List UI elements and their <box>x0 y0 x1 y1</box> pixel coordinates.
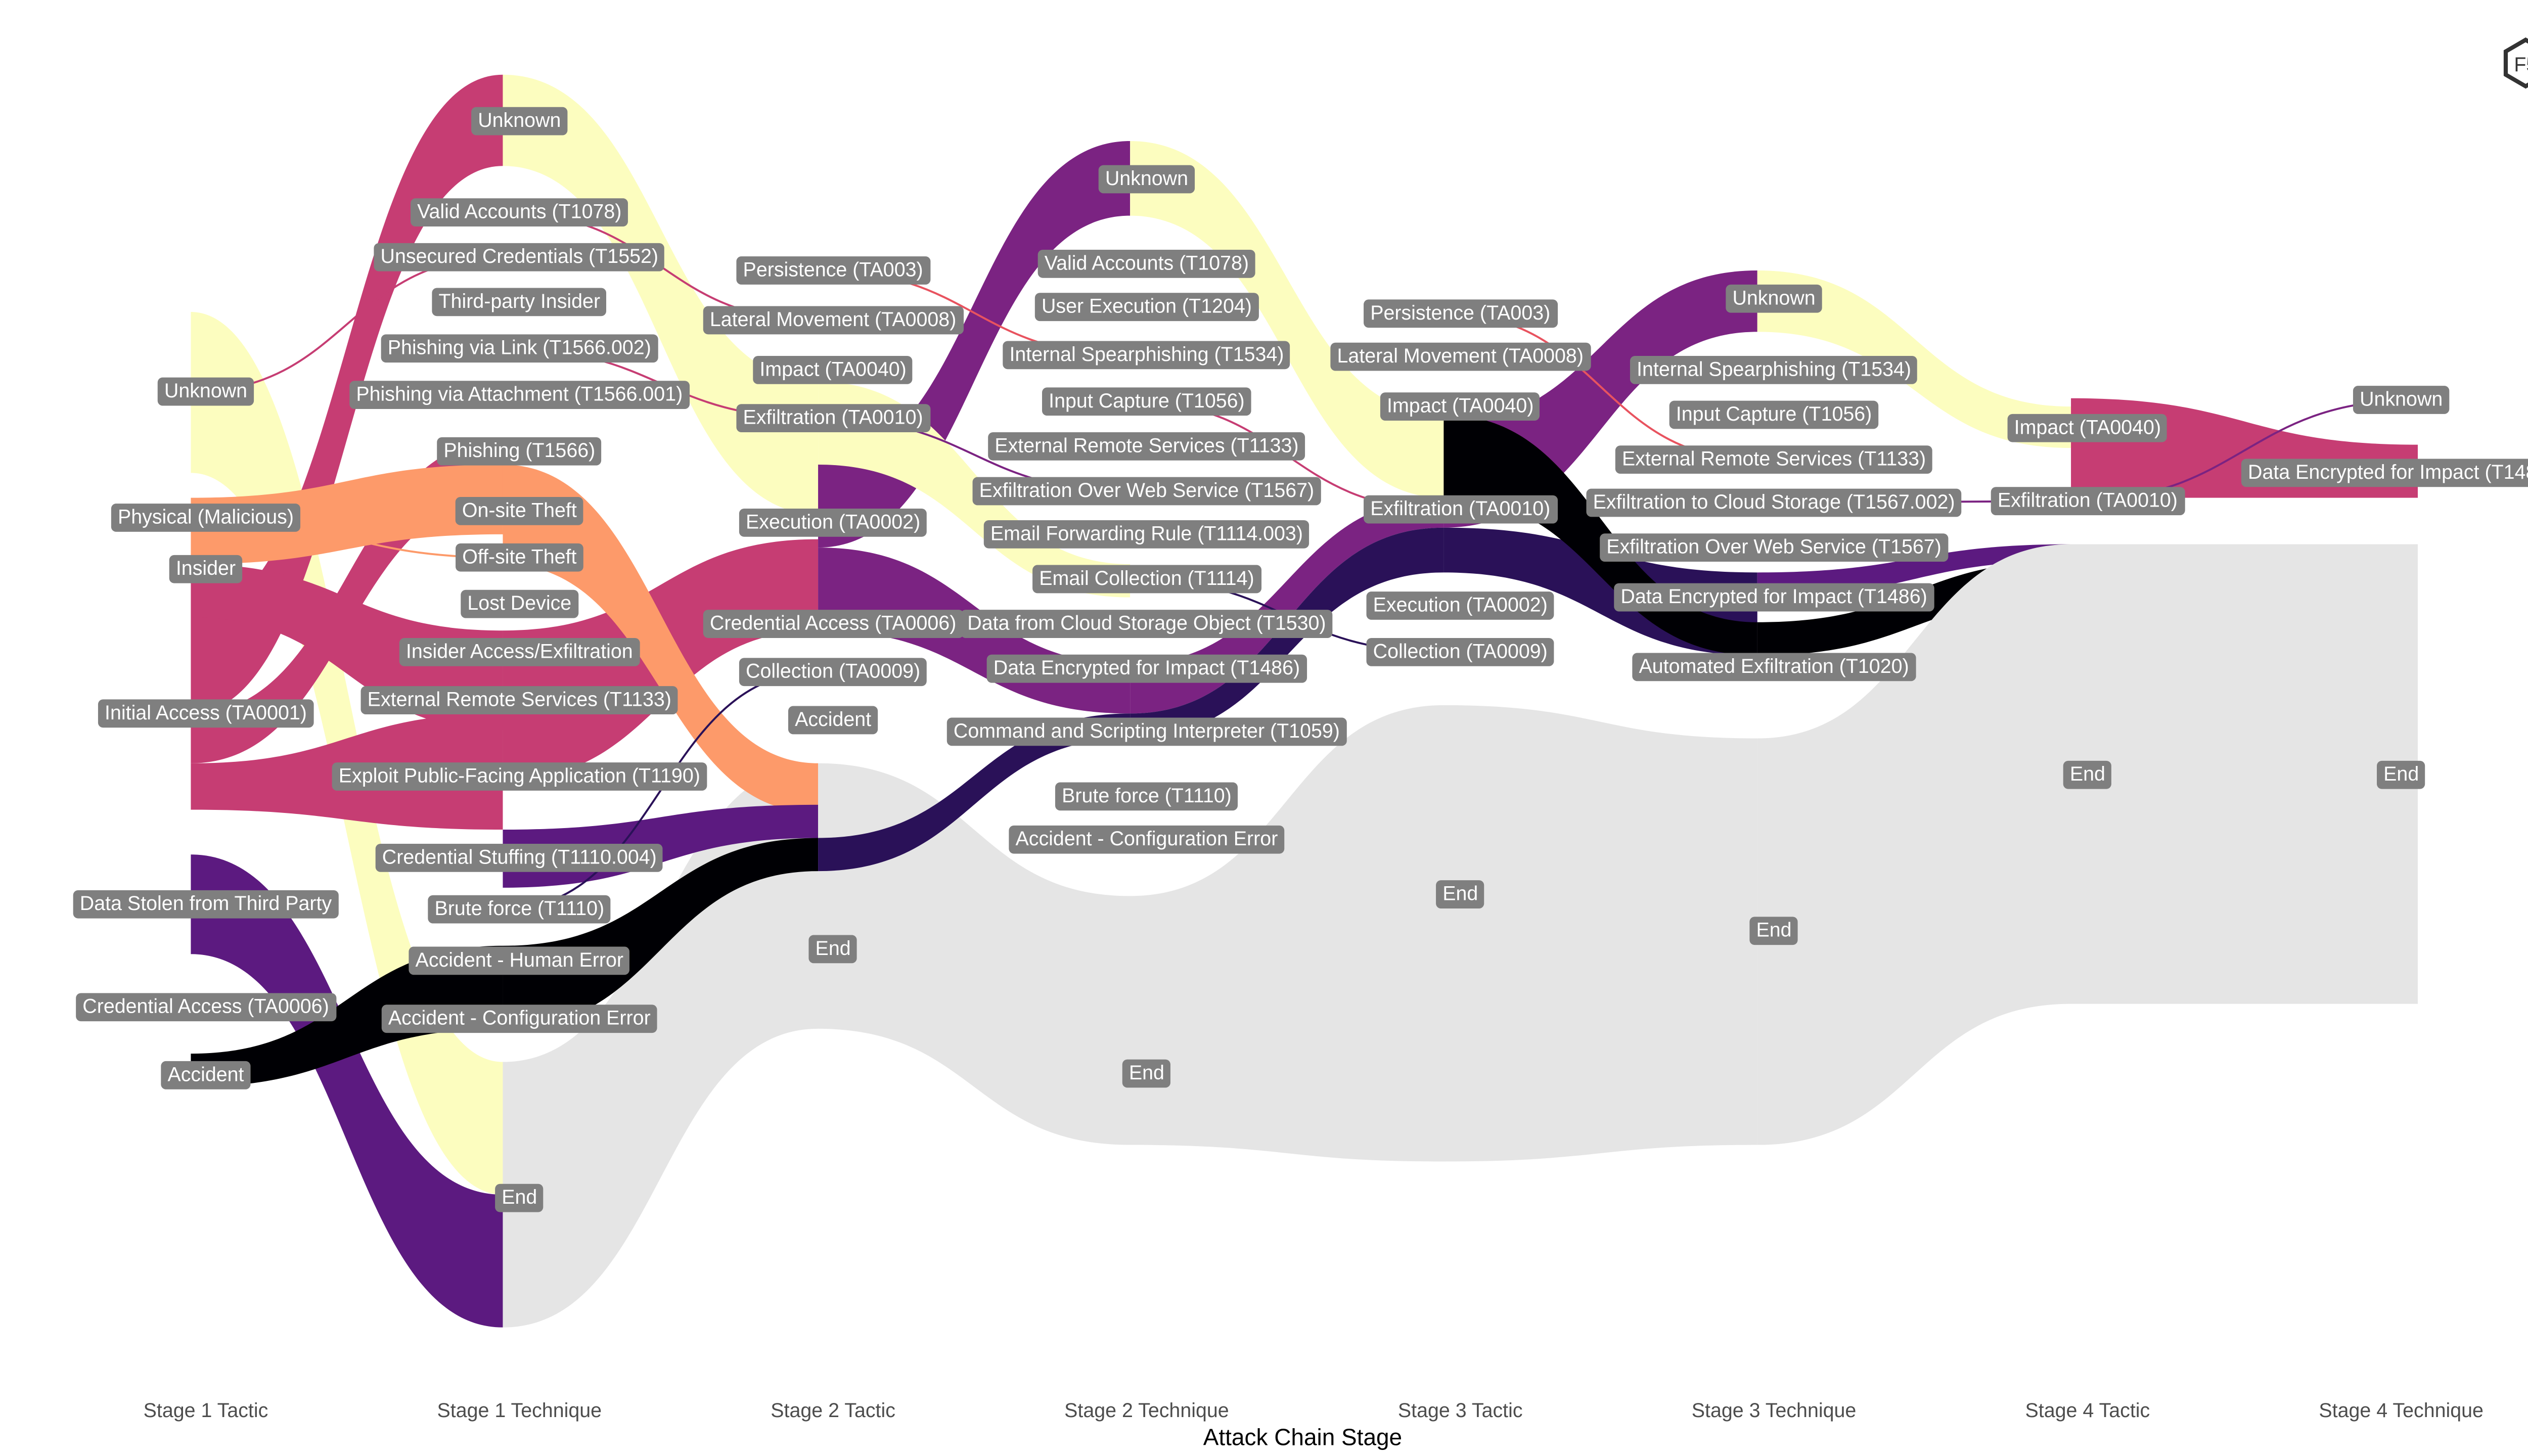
node-label-stage-5: Persistence (TA003) <box>1364 299 1557 328</box>
flow-ribbon-stage-1-technique-9 <box>503 763 819 1328</box>
node-label-stage-6: Automated Exfiltration (T1020) <box>1632 653 1916 681</box>
node-label-stage-2: Phishing via Link (T1566.002) <box>381 334 658 363</box>
node-label-stage-3: Exfiltration (TA0010) <box>736 404 930 432</box>
node-label-stage-6: Unknown <box>1726 284 1822 313</box>
node-label-stage-1: Credential Access (TA0006) <box>76 993 336 1022</box>
x-tick-label: Stage 1 Tactic <box>143 1398 268 1422</box>
node-label-stage-2: External Remote Services (T1133) <box>360 686 679 714</box>
node-label-stage-3: Collection (TA0009) <box>739 658 927 687</box>
x-tick-label: Stage 1 Technique <box>437 1398 602 1422</box>
x-tick-label: Stage 4 Technique <box>2319 1398 2484 1422</box>
node-label-stage-8: Unknown <box>2353 386 2450 414</box>
node-label-stage-2: Valid Accounts (T1078) <box>411 198 628 227</box>
node-label-stage-6: External Remote Services (T1133) <box>1615 445 1933 474</box>
node-label-stage-4: User Execution (T1204) <box>1034 293 1259 322</box>
node-label-stage-6: Exfiltration to Cloud Storage (T1567.002… <box>1586 488 1962 517</box>
node-label-stage-6: Internal Spearphishing (T1534) <box>1630 356 1918 384</box>
flow-ribbon-stage-3-technique-30 <box>1757 544 2071 1145</box>
node-label-stage-4: Internal Spearphishing (T1534) <box>1003 341 1291 370</box>
node-label-stage-5: Execution (TA0002) <box>1366 592 1554 620</box>
flow-ribbon-stage-1-tactic-6 <box>191 854 503 1328</box>
flow-ribbon-stage-2-technique-22 <box>1130 705 1444 1162</box>
node-label-stage-4: Brute force (T1110) <box>1055 782 1238 811</box>
x-tick-label: Stage 4 Tactic <box>2025 1398 2150 1422</box>
node-label-stage-2: Unknown <box>471 107 568 135</box>
node-label-stage-7: Impact (TA0040) <box>2007 414 2168 442</box>
node-label-stage-4: Email Forwarding Rule (T1114.003) <box>983 520 1310 549</box>
node-label-stage-3: Execution (TA0002) <box>739 508 927 537</box>
flow-ribbon-stage-2-tactic-16 <box>818 763 1131 1145</box>
node-label-stage-2: Accident - Configuration Error <box>381 1005 657 1033</box>
node-label-stage-4: Accident - Configuration Error <box>1009 825 1285 854</box>
node-label-stage-5: Lateral Movement (TA0008) <box>1330 342 1591 371</box>
node-label-stage-3: Accident <box>788 706 878 735</box>
node-label-stage-2: Credential Stuffing (T1110.004) <box>375 843 663 872</box>
flow-ribbon-stage-4-tactic-32 <box>2071 544 2418 1004</box>
f5-labs-logo: F5 LABS <box>2503 37 2528 89</box>
node-label-stage-5: Exfiltration (TA0010) <box>1364 495 1557 524</box>
node-label-stage-5: End <box>1436 880 1485 908</box>
node-label-stage-7: End <box>2063 760 2112 789</box>
node-label-stage-4: Unknown <box>1098 165 1195 194</box>
node-label-stage-2: Phishing (T1566) <box>437 437 602 466</box>
svg-text:F5: F5 <box>2514 54 2528 76</box>
node-label-stage-1: Unknown <box>157 377 254 406</box>
flow-ribbon-stage-1-tactic-1 <box>191 74 503 714</box>
x-axis-title: Attack Chain Stage <box>1203 1424 1403 1450</box>
node-label-stage-8: End <box>2377 760 2426 789</box>
node-label-stage-1: Data Stolen from Third Party <box>73 890 339 919</box>
flow-ribbon-stage-1-technique-13 <box>503 838 819 1029</box>
x-tick-label: Stage 2 Technique <box>1064 1398 1229 1422</box>
node-label-stage-5: Collection (TA0009) <box>1366 638 1554 666</box>
node-label-stage-6: Input Capture (T1056) <box>1669 400 1879 429</box>
flow-ribbon-stage-2-technique-19 <box>1130 141 1444 498</box>
node-label-stage-4: Valid Accounts (T1078) <box>1037 249 1256 278</box>
node-label-stage-2: End <box>495 1184 544 1212</box>
flow-ribbon-stage-1-tactic-4 <box>191 464 503 564</box>
node-label-stage-4: Email Collection (T1114) <box>1032 565 1261 594</box>
node-label-stage-3: Persistence (TA003) <box>736 256 930 285</box>
flow-ribbon-stage-2-tactic-17 <box>818 713 1131 872</box>
node-label-stage-2: Unsecured Credentials (T1552) <box>374 243 665 271</box>
node-label-stage-4: Data Encrypted for Impact (T1486) <box>986 654 1307 683</box>
node-label-stage-3: Impact (TA0040) <box>753 356 913 384</box>
node-label-stage-1: Physical (Malicious) <box>111 504 301 532</box>
node-label-stage-1: Initial Access (TA0001) <box>98 699 314 728</box>
x-tick-label: Stage 2 Tactic <box>771 1398 895 1422</box>
node-label-stage-4: Exfiltration Over Web Service (T1567) <box>972 477 1321 506</box>
node-label-stage-3: End <box>808 935 857 964</box>
node-label-stage-1: Accident <box>161 1061 251 1089</box>
node-label-stage-4: Data from Cloud Storage Object (T1530) <box>961 610 1333 638</box>
node-label-stage-2: Third-party Insider <box>432 288 607 316</box>
node-label-stage-4: External Remote Services (T1133) <box>988 432 1305 461</box>
node-label-stage-2: Accident - Human Error <box>409 946 630 975</box>
node-label-stage-8: Data Encrypted for Impact (T1486) <box>2241 459 2528 487</box>
node-label-stage-4: Input Capture (T1056) <box>1042 387 1251 416</box>
flow-ribbon-stage-3-tactic-25 <box>1443 705 1757 1162</box>
node-label-stage-6: Data Encrypted for Impact (T1486) <box>1614 583 1934 612</box>
node-label-stage-4: End <box>1122 1059 1171 1088</box>
node-label-stage-2: On-site Theft <box>455 496 583 525</box>
node-label-stage-7: Exfiltration (TA0010) <box>1991 487 2185 516</box>
node-label-stage-2: Exploit Public-Facing Application (T1190… <box>332 762 707 791</box>
node-label-stage-2: Phishing via Attachment (T1566.001) <box>349 381 690 410</box>
flow-ribbon-stage-1-tactic-7 <box>191 945 503 1087</box>
node-label-stage-2: Off-site Theft <box>456 543 583 572</box>
node-label-stage-1: Insider <box>169 555 243 583</box>
node-label-stage-2: Lost Device <box>461 589 578 618</box>
x-tick-label: Stage 3 Tactic <box>1397 1398 1523 1422</box>
node-label-stage-2: Brute force (T1110) <box>428 895 611 924</box>
node-label-stage-4: Command and Scripting Interpreter (T1059… <box>946 717 1347 746</box>
node-label-stage-6: Exfiltration Over Web Service (T1567) <box>1600 533 1948 562</box>
node-label-stage-6: End <box>1749 917 1798 945</box>
node-label-stage-3: Credential Access (TA0006) <box>703 610 963 638</box>
node-label-stage-3: Lateral Movement (TA0008) <box>703 306 963 335</box>
node-label-stage-2: Insider Access/Exfiltration <box>399 638 640 666</box>
node-label-stage-5: Impact (TA0040) <box>1380 392 1541 421</box>
x-tick-label: Stage 3 Technique <box>1691 1398 1857 1422</box>
